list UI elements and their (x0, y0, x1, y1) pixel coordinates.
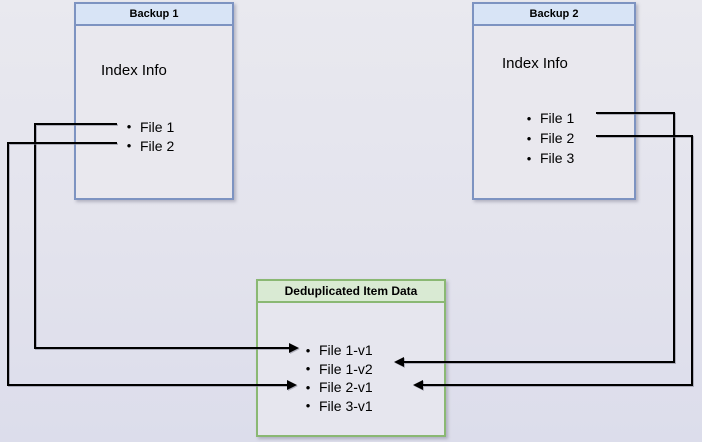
dedup-file2v1-label: File 2-v1 (319, 379, 373, 396)
dedup-file1v2-label: File 1-v2 (319, 360, 373, 377)
list-item: • File 3 (522, 148, 575, 168)
backup1-index-info-label: Index Info (101, 62, 167, 79)
backup1-box: Backup 1 Index Info • File 1 • File 2 (74, 2, 234, 200)
list-item: • File 3-v1 (301, 397, 373, 416)
backup1-title: Backup 1 (76, 4, 232, 26)
bullet-icon: • (126, 138, 132, 153)
dedup-file1v1-label: File 1-v1 (319, 342, 373, 359)
backup1-file2-label: File 2 (140, 137, 175, 154)
bullet-icon: • (526, 110, 532, 126)
backup2-box: Backup 2 Index Info • File 1 • File 2 • … (472, 2, 636, 200)
backup1-file-list: • File 1 • File 2 (122, 117, 175, 155)
dedup-item-list: • File 1-v1 • File 1-v2 • File 2-v1 • Fi… (301, 341, 373, 415)
backup2-index-info-label: Index Info (502, 55, 568, 72)
dedup-file3v1-label: File 3-v1 (319, 397, 373, 414)
backup2-file-list: • File 1 • File 2 • File 3 (522, 108, 575, 168)
list-item: • File 2 (522, 128, 575, 148)
bullet-icon: • (126, 119, 132, 134)
list-item: • File 2 (122, 136, 175, 155)
backup2-file3-label: File 3 (540, 150, 575, 166)
list-item: • File 2-v1 (301, 378, 373, 397)
bullet-icon: • (305, 342, 311, 358)
backup2-body: Index Info • File 1 • File 2 • File 3 (474, 26, 634, 198)
bullet-icon: • (305, 361, 311, 377)
dedup-title: Deduplicated Item Data (258, 281, 444, 303)
backup2-title: Backup 2 (474, 4, 634, 26)
backup2-file1-label: File 1 (540, 110, 575, 126)
list-item: • File 1-v1 (301, 341, 373, 360)
list-item: • File 1-v2 (301, 360, 373, 379)
backup1-file1-label: File 1 (140, 118, 175, 135)
list-item: • File 1 (522, 108, 575, 128)
bullet-icon: • (526, 130, 532, 146)
bullet-icon: • (305, 379, 311, 395)
backup1-body: Index Info • File 1 • File 2 (76, 26, 232, 198)
backup2-file2-label: File 2 (540, 130, 575, 146)
dedup-box: Deduplicated Item Data • File 1-v1 • Fil… (256, 279, 446, 437)
list-item: • File 1 (122, 117, 175, 136)
bullet-icon: • (305, 398, 311, 414)
dedup-body: • File 1-v1 • File 1-v2 • File 2-v1 • Fi… (258, 303, 444, 435)
bullet-icon: • (526, 150, 532, 166)
